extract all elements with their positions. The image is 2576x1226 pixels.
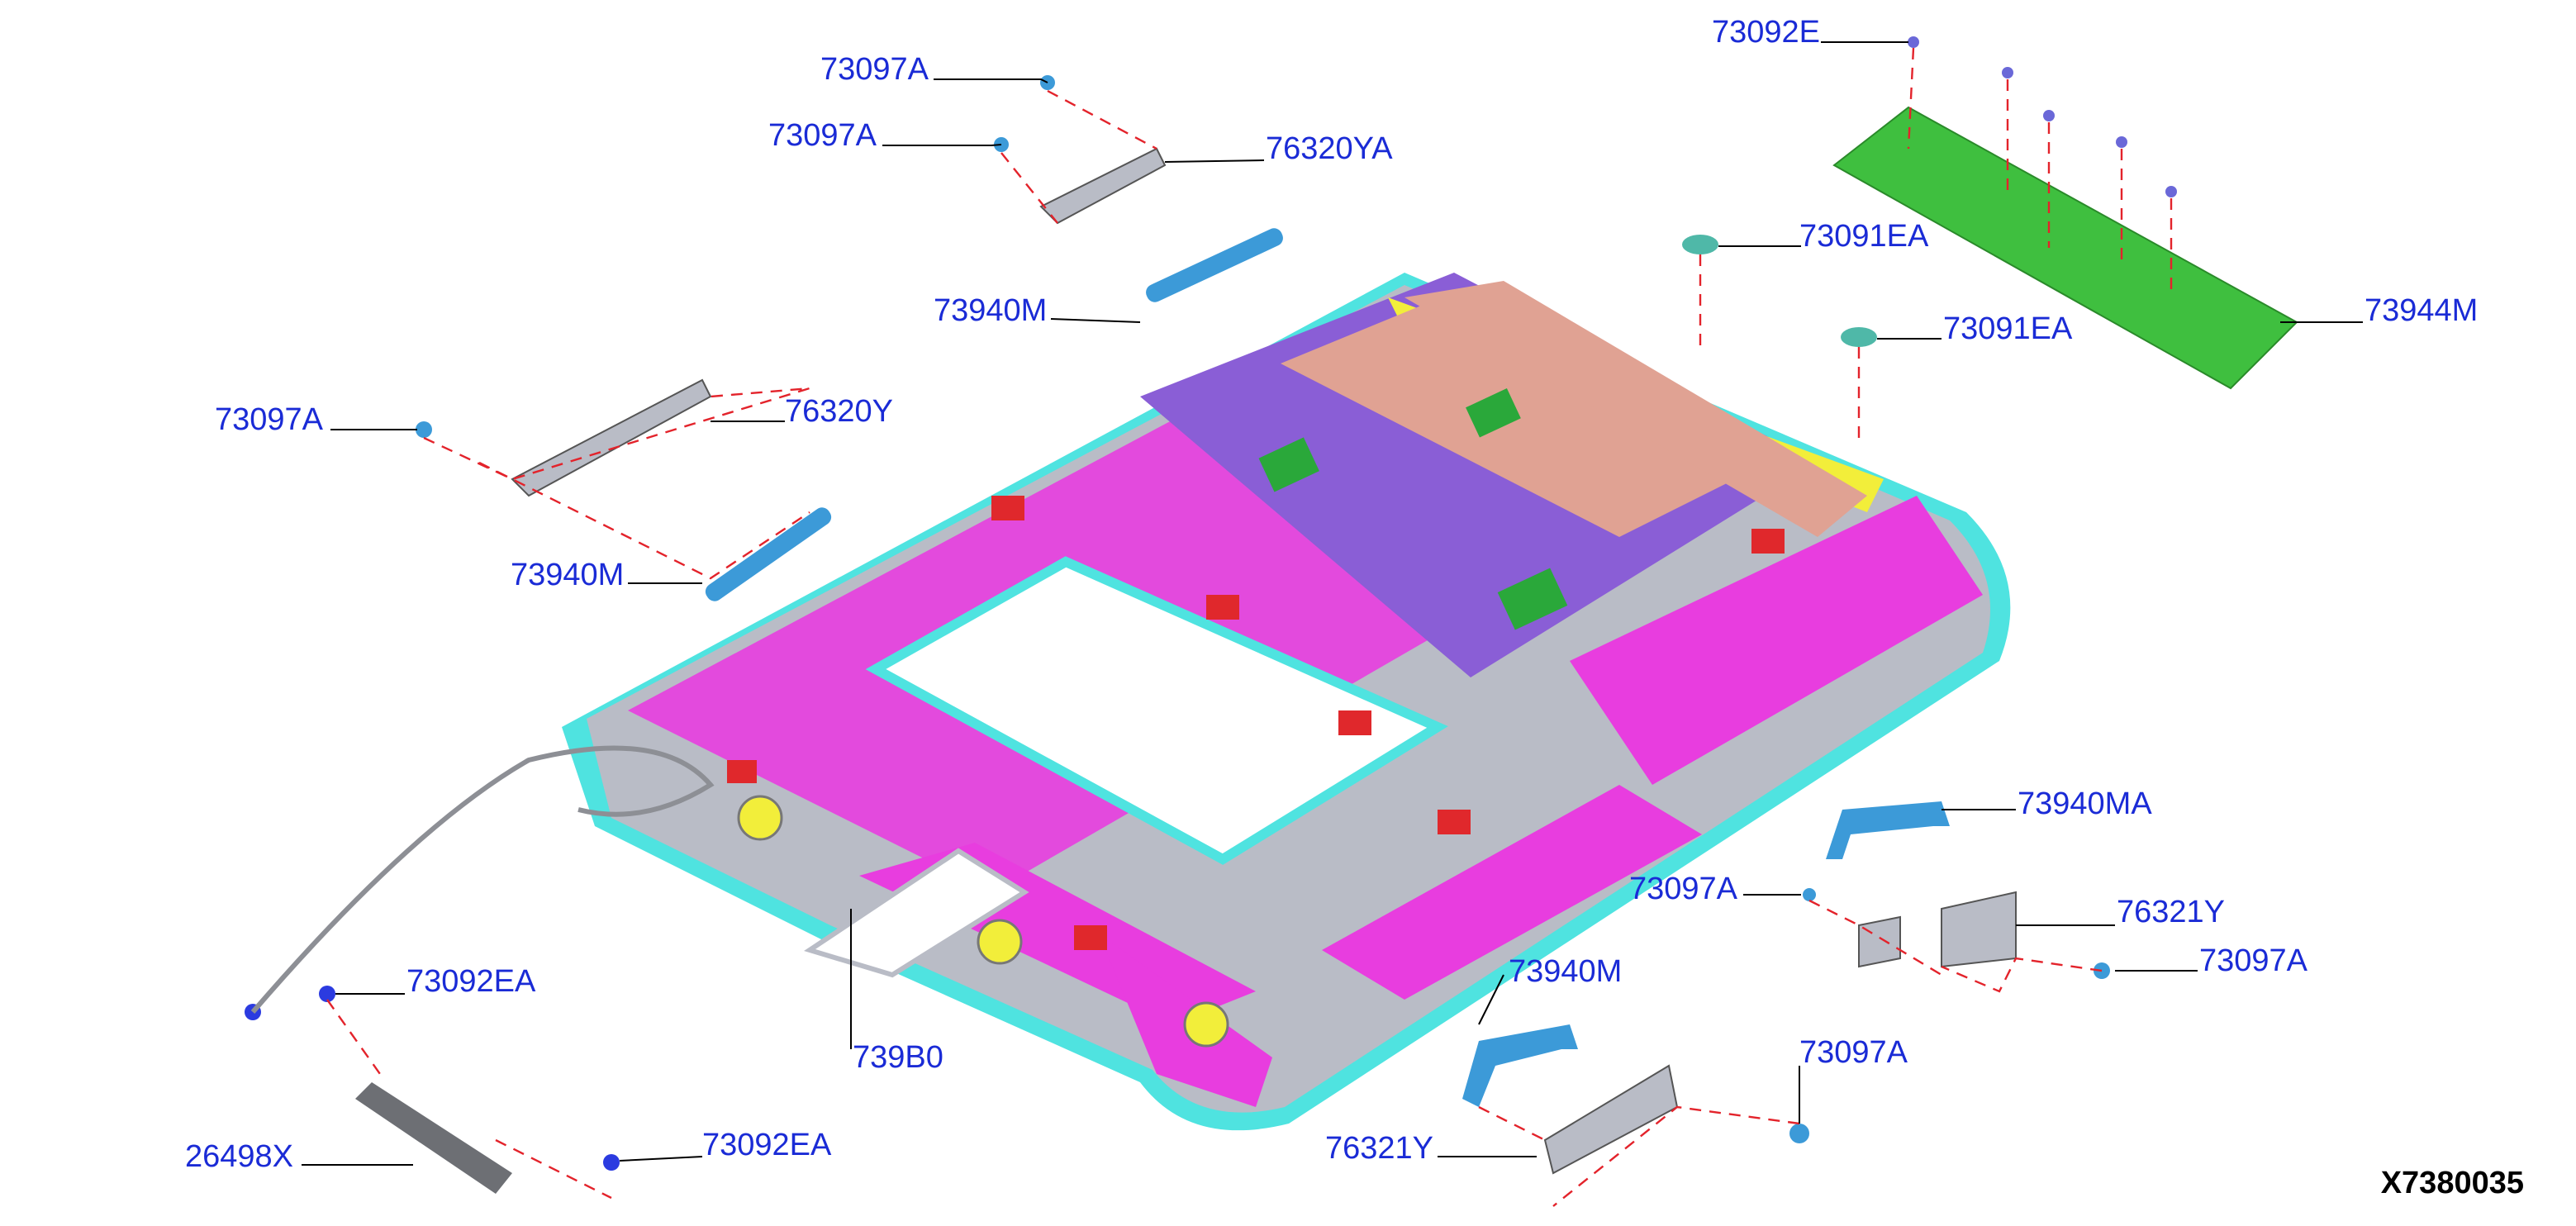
assembly-lines — [326, 47, 2173, 1207]
label-73940m-bottom: 73940M — [1509, 954, 1622, 989]
label-73097a-right-2: 73097A — [2199, 943, 2308, 978]
label-739b0: 739B0 — [853, 1040, 943, 1075]
label-26498x: 26498X — [185, 1139, 293, 1174]
label-73091ea-1: 73091EA — [1799, 219, 1929, 254]
label-73097a-left: 73097A — [215, 402, 324, 437]
label-73097a-bottom: 73097A — [1799, 1035, 1908, 1070]
label-73097a-top-2: 73097A — [768, 118, 877, 153]
label-73940m-top: 73940M — [934, 293, 1047, 328]
assist-grips — [705, 228, 1950, 1107]
label-73944m: 73944M — [2365, 293, 2478, 328]
label-73092e: 73092E — [1712, 15, 1820, 50]
wire-harness — [250, 745, 715, 1014]
label-73940m-left: 73940M — [511, 558, 624, 592]
brackets — [511, 147, 2017, 1175]
part-labels: 73097A 73097A 76320YA 73092E 73091EA 730… — [185, 15, 2524, 1200]
label-73097a-right-1: 73097A — [1629, 872, 1738, 906]
leader-lines — [302, 41, 2363, 1166]
label-76321y-bottom: 76321Y — [1325, 1131, 1433, 1166]
diagram-id: X7380035 — [2381, 1166, 2524, 1200]
label-73091ea-2: 73091EA — [1943, 311, 2073, 346]
label-73097a-top-1: 73097A — [820, 52, 929, 87]
label-76320ya: 76320YA — [1266, 131, 1393, 166]
label-76321y-right: 76321Y — [2117, 895, 2225, 929]
label-73092ea-1: 73092EA — [406, 964, 536, 999]
label-73092ea-2: 73092EA — [702, 1128, 832, 1162]
label-76320y: 76320Y — [785, 394, 893, 429]
headliner-739b0 — [562, 273, 2011, 1131]
rear-trim-26498x — [355, 1082, 512, 1194]
label-73940ma: 73940MA — [2018, 786, 2152, 821]
